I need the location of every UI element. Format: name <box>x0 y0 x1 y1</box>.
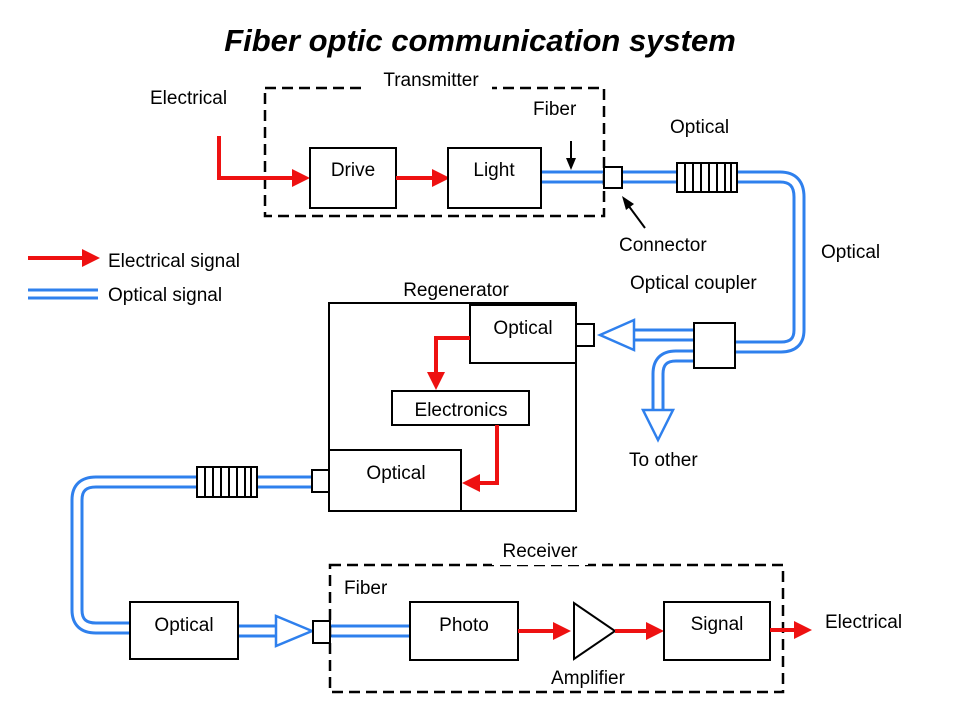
regenerator-label: Regenerator <box>403 280 509 301</box>
regen-optical-in-label: Optical <box>493 318 552 339</box>
optical-arrow-to-receiver <box>274 614 316 648</box>
legend-optical-label: Optical signal <box>108 285 222 306</box>
regen-optical-out-label: Optical <box>366 463 425 484</box>
signal-label: Signal <box>691 614 744 635</box>
receiver-connector <box>312 620 331 644</box>
amplifier-label: Amplifier <box>551 668 626 689</box>
legend: Electrical signal Optical signal <box>28 249 240 306</box>
amplifier-symbol <box>573 601 617 661</box>
optical-arrow-to-other <box>640 408 676 443</box>
fiber-tx-to-coupler <box>540 170 806 354</box>
electronics-label: Electronics <box>415 400 508 421</box>
diagram-title: Fiber optic communication system <box>224 23 736 58</box>
optical-splice-bottom <box>196 466 258 498</box>
light-box <box>447 147 542 209</box>
regen-optical-out-box <box>328 449 462 512</box>
electrical-input-label: Electrical <box>150 88 227 109</box>
regen-input-connector <box>575 323 595 347</box>
transmitter-boundary <box>263 86 606 218</box>
optical-top-label: Optical <box>670 117 729 138</box>
receiver-optical-label: Optical <box>154 615 213 636</box>
regen-output-connector <box>311 469 330 493</box>
drive-box <box>309 147 397 209</box>
optical-splice-top <box>676 162 738 193</box>
legend-optical-line <box>28 288 98 300</box>
electronics-to-optical-arrow <box>476 425 499 485</box>
light-label: Light <box>473 160 515 181</box>
to-other-label: To other <box>629 450 698 471</box>
photo-box <box>409 601 519 661</box>
legend-electrical-label: Electrical signal <box>108 251 240 272</box>
optical-right-label: Optical <box>821 242 880 263</box>
receiver-label: Receiver <box>503 541 579 562</box>
optical-coupler-label: Optical coupler <box>630 273 757 294</box>
drive-label: Drive <box>331 160 375 181</box>
receiver-fiber-label: Fiber <box>344 578 388 599</box>
optical-coupler-box <box>693 322 736 369</box>
transmitter-fiber-label: Fiber <box>533 99 577 120</box>
fiber-cables <box>70 170 806 638</box>
electrical-input-arrow <box>217 136 296 180</box>
photo-label: Photo <box>439 615 489 636</box>
connector-label: Connector <box>619 235 707 256</box>
regen-optical-to-electronics-arrow <box>434 336 470 376</box>
electrical-output-label: Electrical <box>825 612 902 633</box>
regen-optical-in-box <box>469 304 577 364</box>
connector-pointer <box>627 204 646 229</box>
transmitter-label: Transmitter <box>383 70 479 91</box>
receiver-optical-box <box>129 601 239 660</box>
electronics-box <box>391 390 530 426</box>
signal-box <box>663 601 771 661</box>
transmitter-connector <box>603 166 623 189</box>
optical-arrow-to-regen <box>596 318 636 352</box>
